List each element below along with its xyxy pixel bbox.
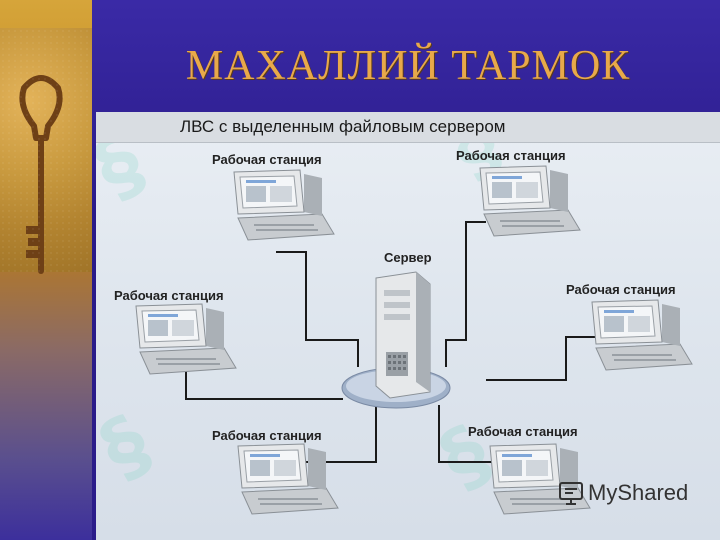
computer-icon [591,299,693,371]
computer-icon [135,303,237,375]
diagram-title: ЛВС с выделенным файловым сервером [180,117,506,136]
workstation-bottom-left [234,442,344,527]
workstation-label: Рабочая станция [456,148,566,163]
workstation-top-left [230,168,340,253]
workstation-label: Рабочая станция [114,288,224,303]
computer-icon [237,443,339,515]
workstation-label: Рабочая станция [468,424,578,439]
network-diagram: § § § § ЛВС с выделенным файловым сервер… [96,112,720,540]
server-label: Сервер [384,250,432,265]
computer-icon [479,165,581,237]
server-icon [341,271,451,409]
diagram-title-bar [96,112,720,143]
workstation-label: Рабочая станция [212,428,322,443]
workstation-label: Рабочая станция [566,282,676,297]
server: Сервер [340,250,452,425]
computer-icon [489,443,591,515]
workstation-bottom-right [486,442,596,527]
workstation-label: Рабочая станция [212,152,322,167]
computer-icon [233,169,335,241]
workstation-middle-right [588,298,698,383]
key-icon [19,75,63,274]
key-image-panel [0,28,92,274]
workstation-middle-left [132,302,242,387]
myshared-text: MyShared [588,480,689,505]
slide-title: МАХАЛЛИЙ ТАРМОК [185,43,631,89]
workstation-top-right [476,164,586,249]
myshared-branding: MyShared [558,480,688,506]
network-cables [185,221,596,463]
myshared-logo-icon [559,482,583,505]
